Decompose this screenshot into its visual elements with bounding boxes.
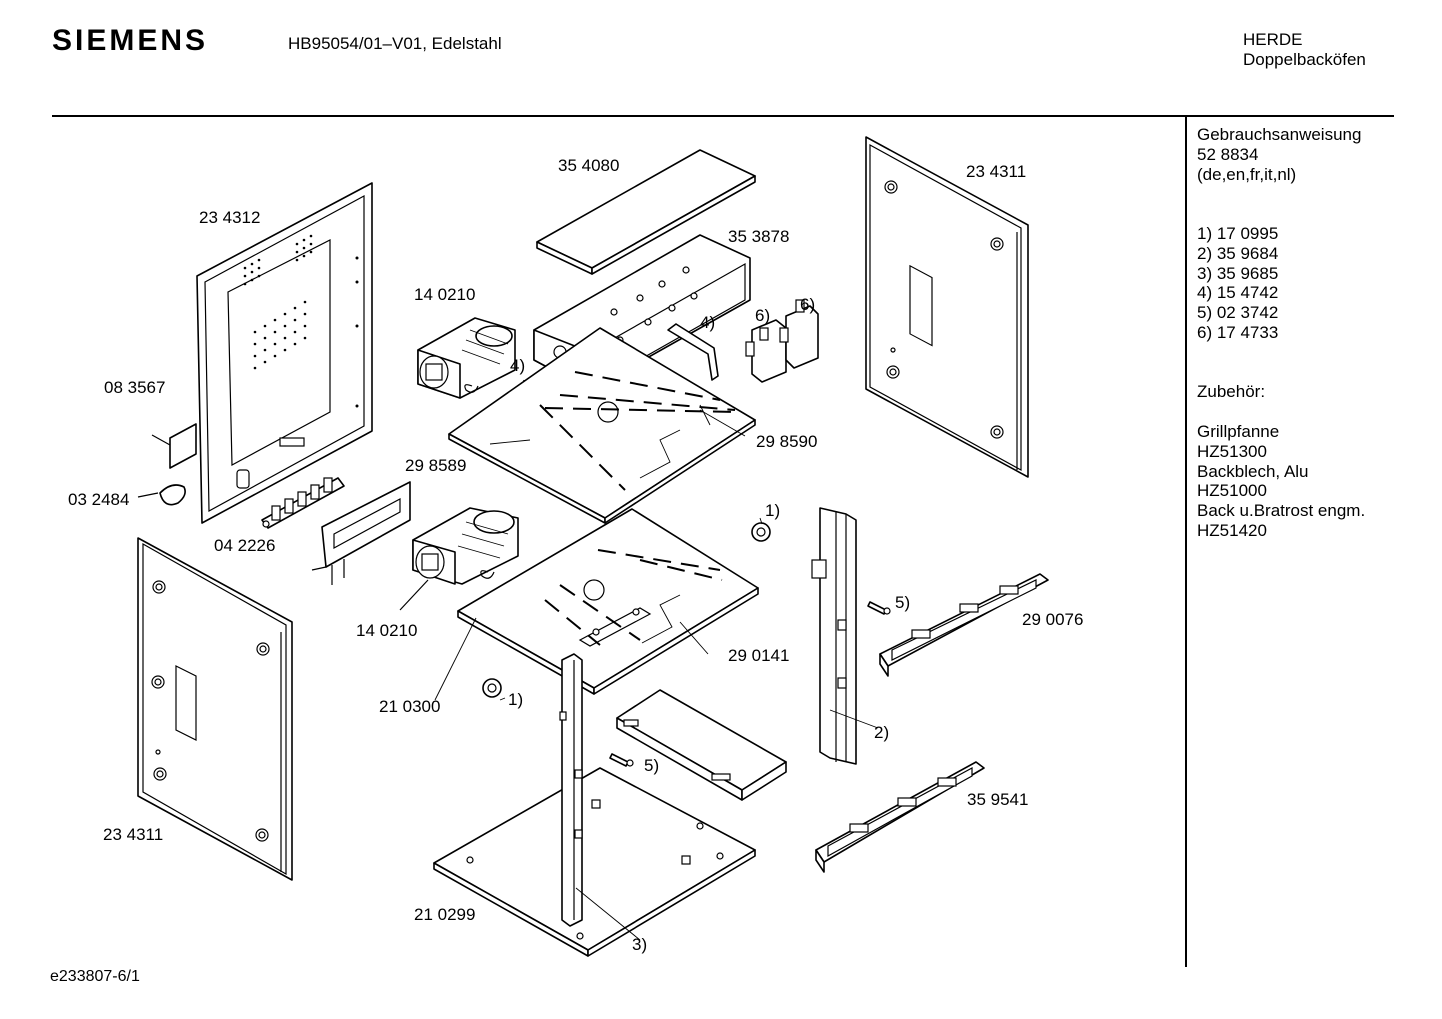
reference-marker: 4) <box>700 313 715 332</box>
reference-marker: 6) <box>800 295 815 314</box>
screw-lower <box>609 753 634 767</box>
reference-marker: 6) <box>755 306 770 325</box>
part-label: 35 9541 <box>967 790 1028 809</box>
reference-marker: 2) <box>874 723 889 742</box>
footnote-item: 4) 15 4742 <box>1197 283 1279 303</box>
part-label: 29 8589 <box>405 456 466 475</box>
sidebar-divider <box>1185 117 1187 967</box>
category-line-1: HERDE <box>1243 30 1303 49</box>
manual-languages: (de,en,fr,it,nl) <box>1197 164 1297 184</box>
vertical-rail-right <box>811 507 857 765</box>
switch-right <box>779 299 819 369</box>
reference-marker: 4) <box>510 356 525 375</box>
footnote-item: 2) 35 9684 <box>1197 243 1279 263</box>
parts-sidebar: Gebrauchsanweisung 52 8834 (de,en,fr,it,… <box>1197 125 1365 541</box>
accessory-item: Backblech, Alu <box>1197 461 1309 481</box>
header-divider <box>52 115 1394 117</box>
reference-marker: 1) <box>765 501 780 520</box>
reference-marker: 3) <box>632 935 647 954</box>
part-label: 29 0076 <box>1022 610 1083 629</box>
footnote-item: 1) 17 0995 <box>1197 223 1279 243</box>
product-category: HERDE Doppelbacköfen <box>1243 30 1366 70</box>
fan-motor-lower <box>399 507 519 611</box>
model-number: HB95054/01–V01, Edelstahl <box>288 34 502 53</box>
reference-marker: 5) <box>644 756 659 775</box>
bracket-small <box>151 423 197 469</box>
footnote-item: 3) 35 9685 <box>1197 263 1279 283</box>
vertical-rail-left <box>559 653 583 927</box>
switch-left <box>745 319 787 383</box>
accessory-item: Back u.Bratrost engm. <box>1197 501 1366 521</box>
part-label: 21 0300 <box>379 697 440 716</box>
mounting-frame <box>311 481 411 585</box>
side-panel-left <box>137 537 293 881</box>
telescopic-rail-lower <box>815 761 985 873</box>
oven-shelf-lower <box>457 508 759 695</box>
fan-motor-upper <box>417 317 516 399</box>
accessory-item: Grillpfanne <box>1197 421 1280 441</box>
base-plate <box>433 767 756 957</box>
category-line-2: Doppelbacköfen <box>1243 50 1366 69</box>
brand-logo: SIEMENS <box>52 24 209 57</box>
accessory-item: HZ51420 <box>1197 520 1267 540</box>
part-label: 03 2484 <box>68 490 129 509</box>
accessory-item: HZ51300 <box>1197 441 1267 461</box>
footnote-item: 5) 02 3742 <box>1197 303 1279 323</box>
grommet-upper <box>751 522 771 542</box>
part-label: 08 3567 <box>104 378 165 397</box>
top-cover-plate <box>536 149 756 275</box>
part-label: 35 3878 <box>728 227 789 246</box>
manual-number: 52 8834 <box>1197 144 1259 164</box>
grommet-lower <box>482 678 502 698</box>
part-label: 23 4312 <box>199 208 260 227</box>
part-label: 04 2226 <box>214 536 275 555</box>
part-label: 14 0210 <box>414 285 475 304</box>
telescopic-rail-upper <box>879 573 1049 677</box>
terminal-block <box>261 477 345 529</box>
part-label: 29 0141 <box>728 646 789 665</box>
part-label: 29 8590 <box>756 432 817 451</box>
part-label: 21 0299 <box>414 905 475 924</box>
reference-marker: 5) <box>895 593 910 612</box>
drawing-code: e233807-6/1 <box>50 968 140 985</box>
part-label: 23 4311 <box>103 825 163 844</box>
manual-title: Gebrauchsanweisung <box>1197 125 1362 144</box>
footnote-item: 6) 17 4733 <box>1197 322 1279 342</box>
clip-part <box>137 484 186 506</box>
oven-shelf-upper <box>448 327 756 524</box>
part-label: 23 4311 <box>966 162 1026 181</box>
handle-upper <box>667 323 719 381</box>
part-labels: 35 4080 23 4311 23 4312 35 3878 14 0210 … <box>68 156 1083 954</box>
accessory-item: HZ51000 <box>1197 481 1267 501</box>
screw-upper <box>867 601 891 615</box>
reference-marker: 1) <box>508 690 523 709</box>
drip-tray <box>616 689 787 801</box>
side-panel-right <box>865 136 1029 478</box>
leader-lines <box>434 409 879 941</box>
part-label: 35 4080 <box>558 156 619 175</box>
accessories-title: Zubehör: <box>1197 382 1266 402</box>
part-label: 14 0210 <box>356 621 417 640</box>
front-panel <box>196 182 373 524</box>
